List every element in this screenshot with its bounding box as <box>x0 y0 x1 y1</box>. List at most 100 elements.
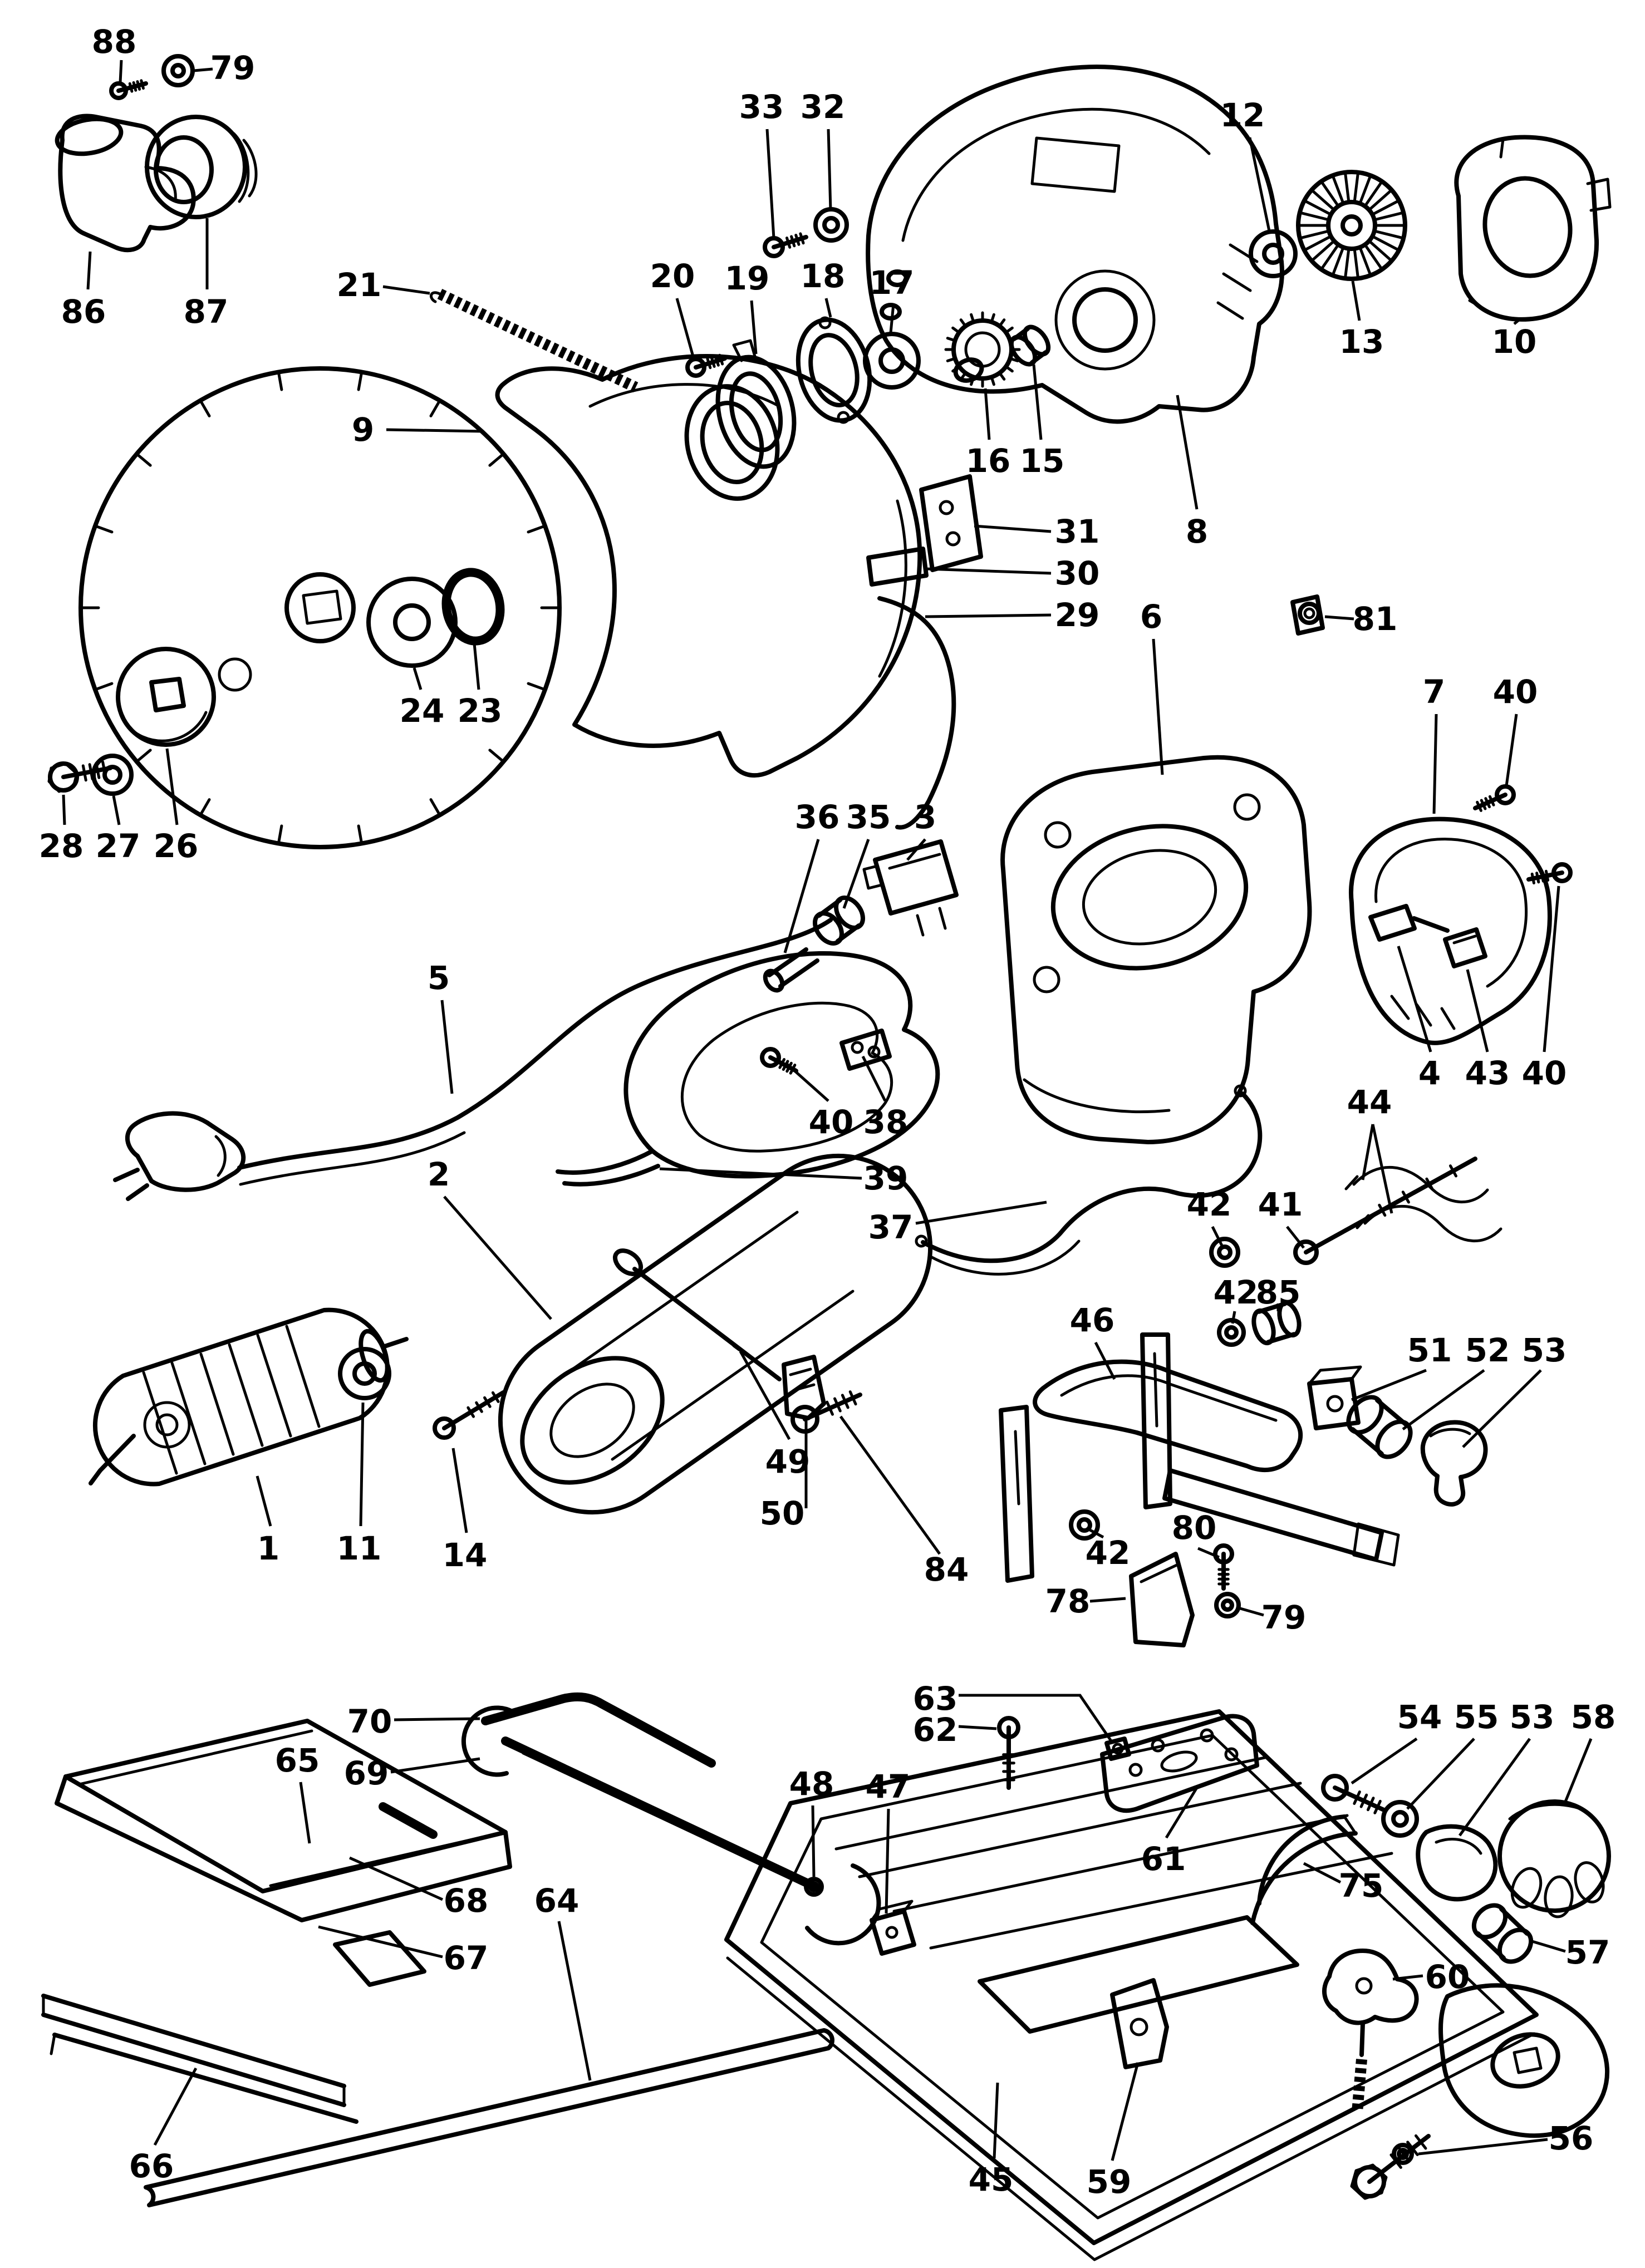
leader-line-63 <box>959 1694 1113 1742</box>
leader-line-68 <box>348 1856 444 1901</box>
leader-line-31 <box>974 524 1052 533</box>
part-number-42c: 42 <box>1086 1534 1131 1572</box>
lock-knob-53-line <box>1429 1428 1471 1438</box>
armature-1-fins <box>142 1325 321 1475</box>
leader-line-8 <box>1176 395 1199 510</box>
adapter-ring-87-inner <box>154 135 214 204</box>
part-number-12: 12 <box>1220 96 1265 134</box>
terminal-plate-31-hole2 <box>945 531 961 547</box>
part-number-67: 67 <box>444 1939 489 1977</box>
washer-32 <box>813 207 849 243</box>
part-number-57: 57 <box>1565 1934 1610 1971</box>
field-coil-2-lines <box>555 1211 855 1461</box>
armature-1-shaft <box>89 1337 409 1485</box>
motor-housing-6-bore <box>1050 824 1249 971</box>
leader-line-42a <box>1211 1226 1224 1248</box>
part-number-41: 41 <box>1258 1185 1303 1223</box>
clamp-block-47-hole <box>885 1926 898 1939</box>
leader-line-30 <box>925 567 1052 575</box>
leader-line-16 <box>984 388 991 440</box>
tension-spring-21 <box>437 288 639 393</box>
lower-guard-9-curves <box>588 383 907 678</box>
part-number-6: 6 <box>1140 598 1162 636</box>
leader-line-35 <box>842 839 870 909</box>
washer-42-a <box>1209 1237 1240 1268</box>
end-cap-10 <box>1454 135 1599 322</box>
switch-boot-35 <box>813 896 865 946</box>
part-number-39: 39 <box>863 1159 909 1197</box>
fan-13-blades <box>1299 173 1405 278</box>
terminal-plate-31 <box>919 474 983 572</box>
part-number-51: 51 <box>1407 1331 1452 1369</box>
clamp-block-47 <box>870 1909 916 1956</box>
clamp-block-51 <box>1307 1377 1361 1430</box>
washer-cup-53 <box>1416 1824 1498 1902</box>
nut-63-hole <box>1112 1743 1124 1755</box>
wire-terminal-2 <box>915 1234 928 1248</box>
leader-line-20 <box>675 298 695 359</box>
part-number-58: 58 <box>1571 1698 1616 1736</box>
leader-line-12 <box>1248 137 1271 232</box>
washer-55 <box>1381 1800 1419 1838</box>
part-number-38: 38 <box>863 1103 909 1141</box>
wrench-69-jaw2 <box>805 1863 881 1946</box>
adapter-ring-87-ribs <box>232 132 258 203</box>
part-number-19: 19 <box>725 259 770 297</box>
motor-housing-6-boss2 <box>1233 793 1261 821</box>
base-plate-45-opening <box>978 1915 1299 2034</box>
handle-housing-inner <box>680 1001 893 1153</box>
part-number-87: 87 <box>184 293 229 331</box>
retainer-19-tab <box>732 339 757 362</box>
upper-guard-8-boss <box>1072 287 1138 353</box>
link-plate-61-h2 <box>1151 1738 1165 1753</box>
leader-line-55 <box>1406 1738 1475 1810</box>
depth-knob-58-g3 <box>1574 1861 1605 1903</box>
leader-line-11 <box>359 1402 365 1527</box>
part-number-86: 86 <box>61 293 106 331</box>
part-number-42b: 42 <box>1214 1273 1259 1311</box>
link-plate-61-h4 <box>1224 1747 1239 1762</box>
outer-flange-26 <box>116 647 216 747</box>
cable-clamp-81-nut <box>1298 602 1321 625</box>
part-number-79b: 79 <box>1261 1598 1307 1636</box>
leader-line-78 <box>1089 1597 1126 1603</box>
star-knob-60-center <box>1355 1977 1373 1995</box>
depth-knob-58 <box>1497 1799 1611 1913</box>
leader-line-42c <box>1088 1528 1104 1539</box>
leader-line-58 <box>1563 1738 1593 1805</box>
outer-flange-26-rim <box>124 711 208 742</box>
part-number-55: 55 <box>1454 1698 1499 1736</box>
part-number-40a: 40 <box>1493 673 1538 711</box>
leader-line-48 <box>811 1805 816 1877</box>
leader-line-79b <box>1240 1607 1264 1617</box>
screw-40-top <box>1473 784 1516 812</box>
part-number-10: 10 <box>1492 323 1537 361</box>
part-number-62: 62 <box>913 1711 958 1749</box>
parts-artwork <box>41 54 1612 2261</box>
clamp-block-51-hole <box>1326 1395 1344 1413</box>
leader-line-28 <box>62 794 66 825</box>
part-number-63: 63 <box>913 1680 958 1718</box>
cord-clamp-38-h1 <box>851 1041 864 1054</box>
depth-knob-58-g2 <box>1544 1875 1574 1918</box>
field-wires-37b <box>929 1239 1081 1276</box>
guide-column-left <box>999 1405 1034 1583</box>
part-number-60: 60 <box>1425 1958 1470 1996</box>
leader-line-13 <box>1351 281 1361 321</box>
depth-knob-58-top <box>1508 1803 1585 1821</box>
brush-holder-43-inner <box>1452 934 1477 944</box>
lower-guard-9 <box>495 353 922 778</box>
leader-line-67 <box>318 1925 443 1959</box>
blade-bolt-28-hex <box>47 762 78 793</box>
rip-fence-65-lip <box>55 1774 512 1922</box>
part-number-44: 44 <box>1347 1083 1392 1121</box>
adapter-ring-87-outer <box>145 115 247 219</box>
part-number-7: 7 <box>1423 673 1445 711</box>
leader-line-33 <box>765 129 775 239</box>
leader-line-27 <box>112 795 121 825</box>
gear-16-hub <box>953 357 984 383</box>
part-number-69: 69 <box>344 1754 389 1792</box>
leader-line-53a <box>1462 1369 1542 1448</box>
end-cap-10-notch <box>1468 137 1612 313</box>
leader-line-40c <box>1543 885 1560 1052</box>
